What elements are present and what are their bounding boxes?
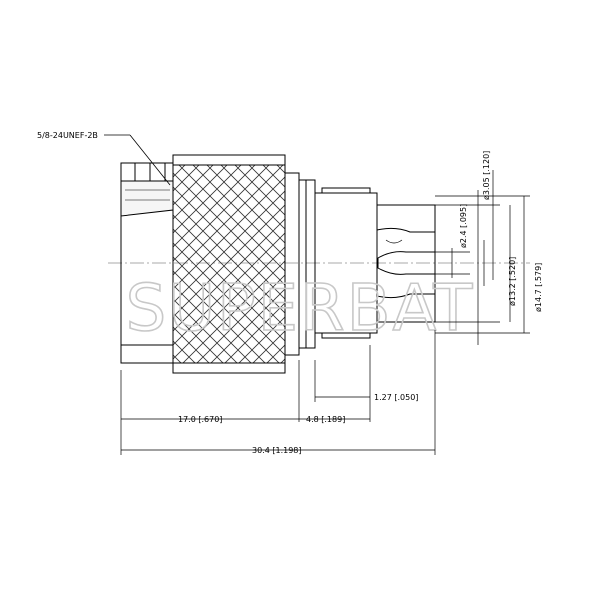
thread-spec-label: 5/8-24UNEF-2B	[37, 131, 98, 140]
dim-l4-8: 4.8 [.189]	[306, 415, 345, 424]
dim-d2-4: ø2.4 [.095]	[459, 204, 468, 248]
diameter-dimensions	[435, 170, 530, 345]
length-dimensions	[120, 330, 436, 455]
watermark-text: SUPERBAT	[126, 272, 475, 346]
thread-callout: 5/8-24UNEF-2B	[37, 131, 171, 186]
dim-d14-7: ø14.7 [.579]	[534, 263, 543, 312]
dim-d13-2: ø13.2 [.520]	[508, 257, 517, 306]
dim-d3-05: ø3.05 [.120]	[482, 151, 491, 200]
dim-l17-0: 17.0 [.670]	[178, 415, 222, 424]
dim-l30-4: 30.4 [1.198]	[252, 446, 302, 455]
knurled-nut	[172, 154, 286, 374]
dim-l1-27: 1.27 [.050]	[374, 393, 418, 402]
